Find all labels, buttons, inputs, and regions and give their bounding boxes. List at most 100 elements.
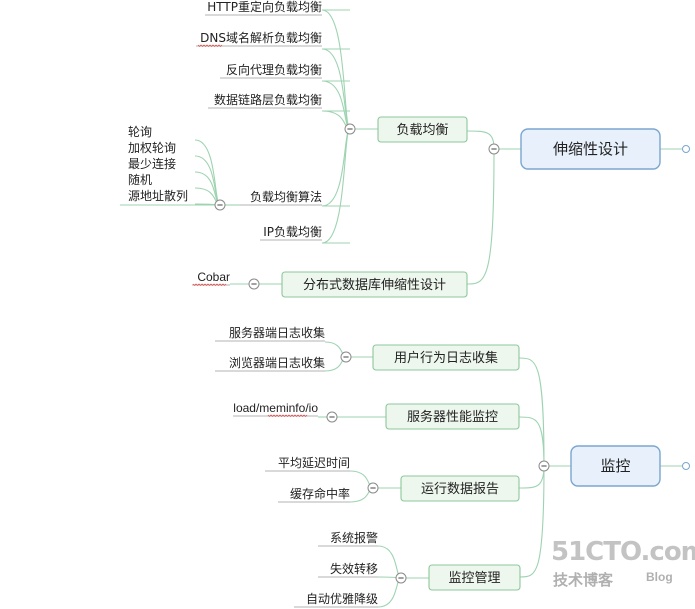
leaf-label: 负载均衡算法 xyxy=(250,189,322,204)
leaf-system-alarm[interactable]: 系统报警 xyxy=(318,530,378,547)
node-label: 伸缩性设计 xyxy=(553,140,628,158)
connector-line xyxy=(321,128,351,207)
node-label: 分布式数据库伸缩性设计 xyxy=(303,277,446,293)
connector-lines xyxy=(120,9,685,608)
toggle-symbol: − xyxy=(489,139,498,152)
offscreen-connector-dot xyxy=(682,145,690,153)
collapse-toggle-monitoring[interactable]: − xyxy=(538,456,550,472)
node-label: 监控 xyxy=(600,457,630,475)
node-runtime-data-report[interactable]: 运行数据报告 xyxy=(400,475,520,502)
leaf-label: IP负载均衡 xyxy=(263,225,322,239)
leaf-label: DNS域名解析负载均衡 xyxy=(200,30,322,45)
connector-line xyxy=(377,577,402,608)
leaf-label: 系统报警 xyxy=(330,530,378,545)
collapse-toggle-runtime-report[interactable]: − xyxy=(367,478,379,494)
node-label: 运行数据报告 xyxy=(421,482,499,497)
node-box xyxy=(281,271,468,298)
leaf-http-redirect-lb[interactable]: HTTP重定向负载均衡 xyxy=(205,0,322,16)
leaf-label: 浏览器端日志收集 xyxy=(229,355,325,370)
leaf-auto-graceful-degradation[interactable]: 自动优雅降级 xyxy=(294,591,378,608)
node-box xyxy=(570,445,661,487)
toggle-symbol: − xyxy=(327,407,336,420)
algorithm-item[interactable]: 轮询 xyxy=(128,125,152,139)
node-user-behavior-log-collection[interactable]: 用户行为日志收集 xyxy=(372,344,520,371)
node-server-performance-monitoring[interactable]: 服务器性能监控 xyxy=(385,403,520,430)
connector-line xyxy=(518,416,545,467)
algorithm-label: 源地址散列 xyxy=(128,188,188,203)
algorithm-label: 轮询 xyxy=(128,125,152,139)
collapse-toggle-user-behavior[interactable]: − xyxy=(340,347,352,363)
connector-line xyxy=(321,128,351,244)
leaf-failover[interactable]: 失效转移 xyxy=(318,561,378,578)
leaf-label: 自动优雅降级 xyxy=(306,591,378,606)
collapse-toggle-lb-algorithm[interactable]: − xyxy=(214,195,226,211)
connector-line xyxy=(519,465,545,578)
leaf-label: 缓存命中率 xyxy=(290,486,350,501)
node-label: 负载均衡 xyxy=(396,123,448,138)
algorithm-item[interactable]: 加权轮询 xyxy=(128,141,176,155)
node-box xyxy=(400,475,520,502)
watermark-blog: Blog xyxy=(646,570,673,584)
node-label: 监控管理 xyxy=(448,571,500,586)
node-label: 用户行为日志收集 xyxy=(394,350,498,366)
leaf-cache-hit-rate[interactable]: 缓存命中率 xyxy=(278,486,350,503)
offscreen-connector-dot xyxy=(682,462,690,470)
leaf-server-side-log-collection[interactable]: 服务器端日志收集 xyxy=(215,325,325,342)
algorithm-label: 最少连接 xyxy=(128,156,176,171)
leaf-dns-resolution-lb[interactable]: DNS域名解析负载均衡 xyxy=(196,30,322,47)
connector-line xyxy=(466,148,495,285)
leaf-load-meminfo-io[interactable]: load/meminfo/io xyxy=(233,401,318,417)
watermark-sub: 技术博客 xyxy=(553,571,614,589)
spellcheck-squiggle xyxy=(192,283,227,286)
node-box xyxy=(520,128,661,170)
algorithm-item[interactable]: 源地址散列 xyxy=(128,188,188,203)
node-load-balancing[interactable]: 负载均衡 xyxy=(377,116,468,143)
algorithm-item[interactable]: 最少连接 xyxy=(128,156,176,171)
collapse-toggle-server-performance[interactable]: − xyxy=(326,407,338,423)
node-box xyxy=(372,344,520,371)
algorithm-item[interactable]: 随机 xyxy=(128,172,152,187)
node-distributed-db-scalability[interactable]: 分布式数据库伸缩性设计 xyxy=(281,271,468,298)
toggle-symbol: − xyxy=(249,274,258,287)
collapse-toggle-scalability[interactable]: − xyxy=(488,139,500,155)
leaf-label: Cobar xyxy=(197,270,230,284)
node-monitoring-management[interactable]: 监控管理 xyxy=(428,564,521,591)
watermark-logo: 51CTO.com 技术博客 Blog xyxy=(551,537,695,589)
collapse-toggle-distributed-db[interactable]: − xyxy=(248,274,260,290)
connector-line xyxy=(518,357,545,467)
toggle-symbol: − xyxy=(215,195,224,208)
leaf-label: 服务器端日志收集 xyxy=(229,325,325,340)
leaf-label: HTTP重定向负载均衡 xyxy=(207,0,322,14)
leaf-cobar[interactable]: Cobar xyxy=(192,270,230,286)
algorithm-label: 加权轮询 xyxy=(128,141,176,155)
main-node-scalability-design[interactable]: 伸缩性设计 xyxy=(520,128,661,170)
main-node-monitoring[interactable]: 监控 xyxy=(570,445,661,487)
collapse-toggle-monitoring-management[interactable]: − xyxy=(395,568,407,584)
leaf-label: 数据链路层负载均衡 xyxy=(214,92,322,107)
collapse-toggle-load-balancing[interactable]: − xyxy=(344,119,356,135)
node-box xyxy=(428,564,521,591)
node-label: 服务器性能监控 xyxy=(407,409,498,425)
node-box xyxy=(377,116,468,143)
leaf-label: load/meminfo/io xyxy=(233,401,318,415)
watermark-main: 51CTO.com xyxy=(551,537,695,567)
toggle-symbol: − xyxy=(539,456,548,469)
spellcheck-squiggle xyxy=(267,414,308,417)
leaf-label: 平均延迟时间 xyxy=(278,456,350,470)
leaf-average-latency[interactable]: 平均延迟时间 xyxy=(265,456,350,472)
leaf-ip-lb[interactable]: IP负载均衡 xyxy=(260,225,322,241)
leaf-reverse-proxy-lb[interactable]: 反向代理负载均衡 xyxy=(220,62,322,79)
toggle-symbol: − xyxy=(396,568,405,581)
algorithm-label: 随机 xyxy=(128,172,152,187)
leaf-label: 失效转移 xyxy=(330,561,378,576)
leaf-data-link-layer-lb[interactable]: 数据链路层负载均衡 xyxy=(208,92,322,109)
leaf-lb-algorithm[interactable]: 负载均衡算法 xyxy=(240,189,322,206)
toggle-symbol: − xyxy=(368,478,377,491)
toggle-symbol: − xyxy=(345,119,354,132)
leaf-browser-side-log-collection[interactable]: 浏览器端日志收集 xyxy=(215,355,325,372)
spellcheck-squiggle xyxy=(197,44,223,47)
leaf-label: 反向代理负载均衡 xyxy=(226,62,322,77)
toggle-symbol: − xyxy=(341,347,350,360)
